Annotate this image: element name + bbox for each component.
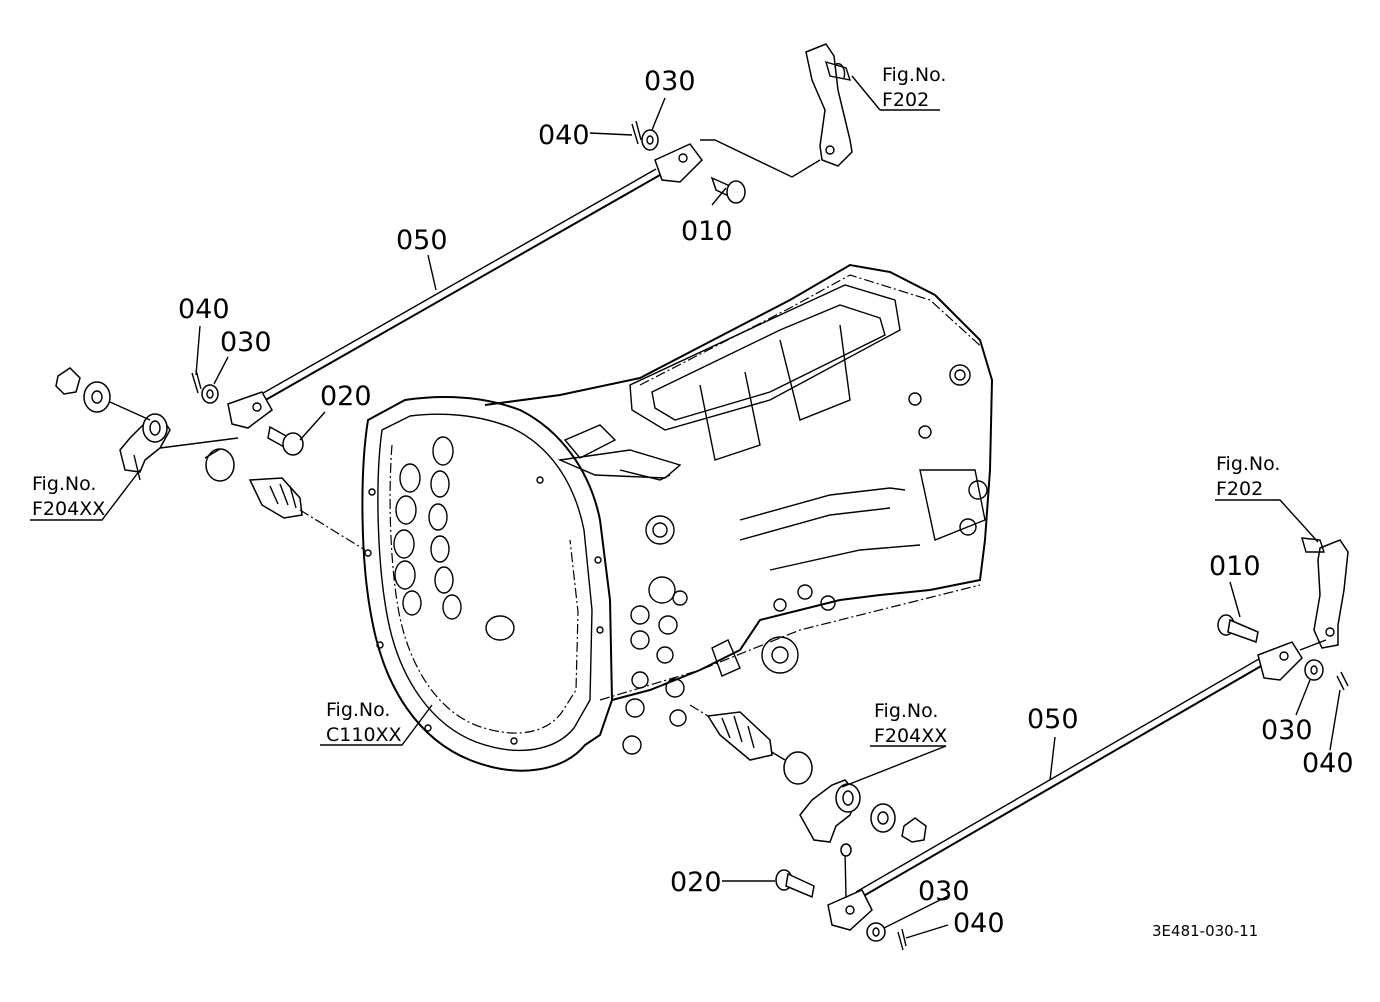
label-030-right: 030 bbox=[1261, 715, 1313, 746]
figref-c110-line2: C110XX bbox=[326, 724, 402, 746]
label-020-bottom: 020 bbox=[670, 867, 722, 898]
yoke-lower bbox=[827, 889, 873, 931]
figref-f202-top-line2: F202 bbox=[882, 89, 929, 111]
cotter-040-bottom bbox=[897, 928, 907, 951]
transmission-housing bbox=[361, 263, 994, 772]
upper-rod-assembly bbox=[55, 43, 853, 551]
label-040-bottom: 040 bbox=[953, 908, 1005, 939]
washer-left-shaft bbox=[83, 381, 111, 413]
figref-f202-right-line2: F202 bbox=[1216, 478, 1263, 500]
bushing-bottom bbox=[783, 751, 813, 785]
figref-f202-right-line1: Fig.No. bbox=[1216, 453, 1280, 475]
washer-030-left bbox=[201, 384, 219, 404]
label-050-right: 050 bbox=[1027, 704, 1079, 735]
arm-f202-top bbox=[805, 43, 853, 167]
figref-f204-left-line1: Fig.No. bbox=[32, 473, 96, 495]
lower-rod-assembly bbox=[689, 537, 1349, 951]
washer-bottom-shaft bbox=[870, 803, 896, 833]
drawing-code: 3E481-030-11 bbox=[1152, 922, 1258, 940]
leader-lines bbox=[30, 75, 1341, 939]
cotter-040-right bbox=[1336, 671, 1349, 691]
rod-050-upper bbox=[261, 174, 661, 403]
figref-f204-bottom-line2: F204XX bbox=[874, 725, 947, 747]
cotter-040-top bbox=[631, 120, 642, 145]
label-030-top: 030 bbox=[644, 66, 696, 97]
nut-left bbox=[55, 367, 81, 395]
label-040-right: 040 bbox=[1302, 748, 1354, 779]
label-040-left: 040 bbox=[178, 294, 230, 325]
label-010-top: 010 bbox=[681, 216, 733, 247]
figure-references: Fig.No. F202 Fig.No. F204XX Fig.No. C110… bbox=[32, 64, 1280, 747]
label-010-right: 010 bbox=[1209, 551, 1261, 582]
part-labels: 030 040 010 050 040 030 020 010 050 030 … bbox=[178, 66, 1354, 939]
yoke-lower-right bbox=[1257, 641, 1303, 681]
yoke-right bbox=[654, 143, 703, 183]
washer-030-top bbox=[641, 129, 659, 151]
label-030-left: 030 bbox=[220, 327, 272, 358]
rod-050-lower bbox=[859, 657, 1276, 899]
bushing-left bbox=[205, 448, 235, 482]
yoke-left bbox=[227, 391, 273, 429]
label-020-left: 020 bbox=[320, 381, 372, 412]
figref-f202-top-line1: Fig.No. bbox=[882, 64, 946, 86]
label-030-bottom: 030 bbox=[918, 876, 970, 907]
nut-bottom bbox=[901, 817, 927, 843]
figref-f204-bottom-line1: Fig.No. bbox=[874, 700, 938, 722]
washer-030-bottom bbox=[866, 922, 886, 942]
figref-f204-left-line2: F204XX bbox=[32, 498, 105, 520]
figref-c110-line1: Fig.No. bbox=[326, 699, 390, 721]
washer-030-right bbox=[1304, 659, 1324, 681]
arm-f202-right bbox=[1313, 539, 1349, 649]
label-040-top: 040 bbox=[538, 120, 590, 151]
label-050-left: 050 bbox=[396, 225, 448, 256]
